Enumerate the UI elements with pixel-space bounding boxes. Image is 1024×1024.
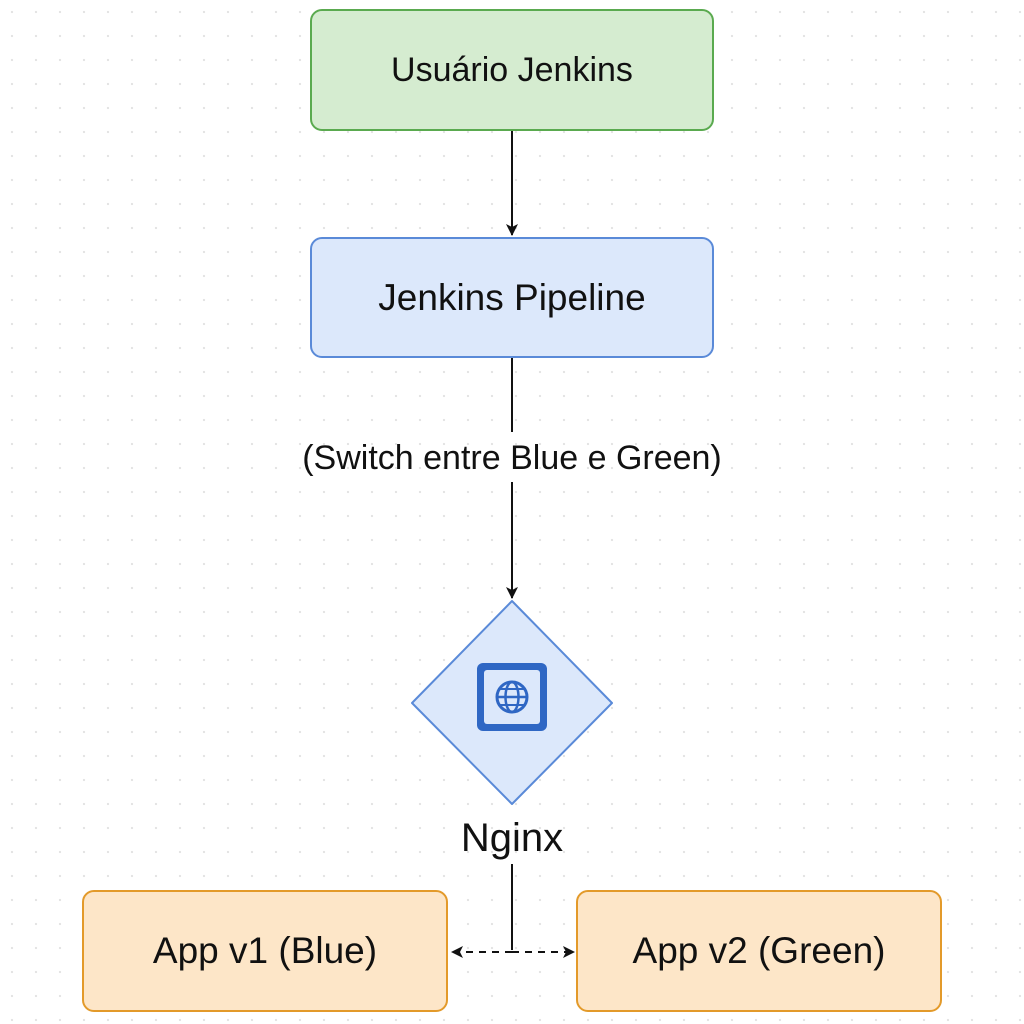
- app-blue-node[interactable]: App v1 (Blue): [82, 890, 448, 1012]
- nginx-label: Nginx: [460, 816, 564, 860]
- app-blue-label: App v1 (Blue): [152, 930, 378, 971]
- globe-icon: [477, 663, 547, 731]
- switch-edge-label: (Switch entre Blue e Green): [302, 439, 722, 477]
- pipeline-node[interactable]: Jenkins Pipeline: [310, 237, 714, 358]
- user-node[interactable]: Usuário Jenkins: [310, 9, 714, 131]
- pipeline-node-label: Jenkins Pipeline: [378, 276, 646, 318]
- app-green-node[interactable]: App v2 (Green): [576, 890, 942, 1012]
- app-green-label: App v2 (Green): [632, 930, 886, 971]
- user-node-label: Usuário Jenkins: [391, 50, 633, 89]
